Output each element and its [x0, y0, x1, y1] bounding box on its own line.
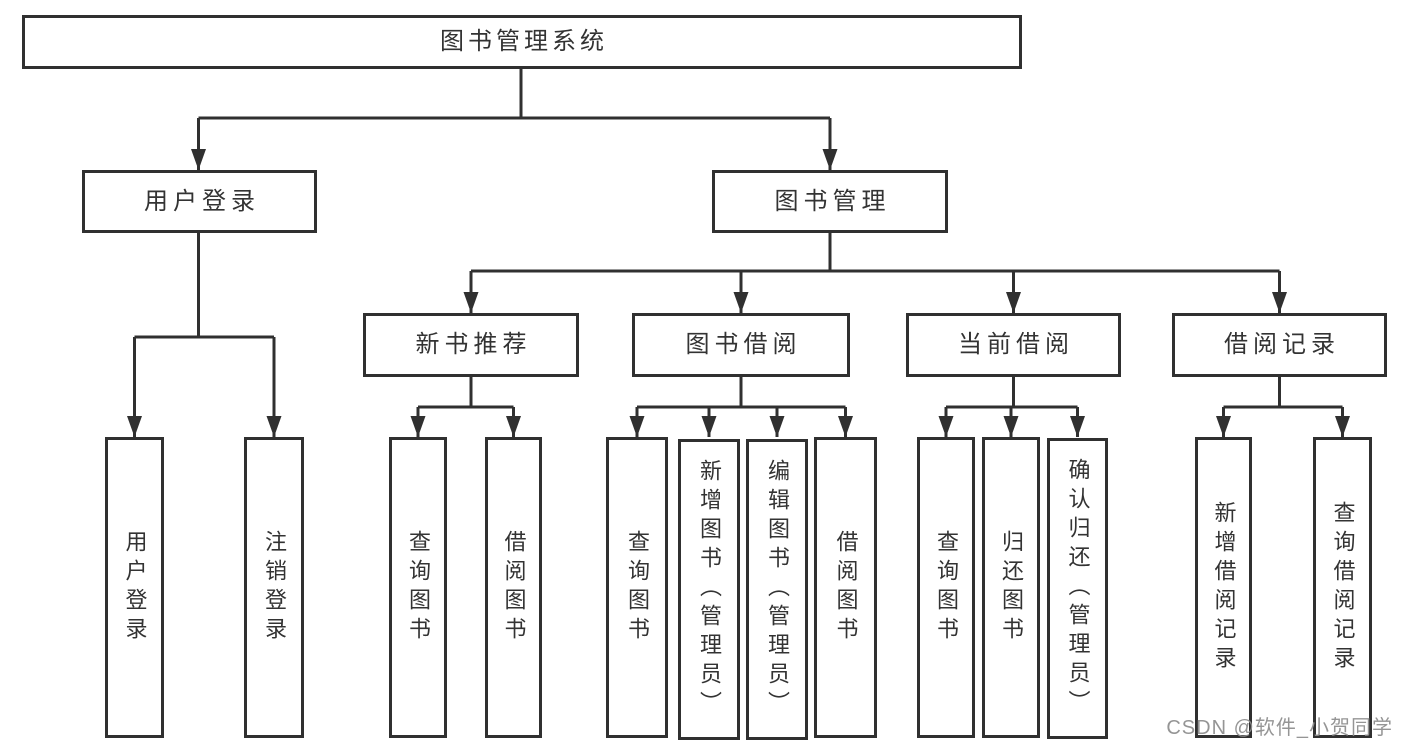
arrowheads	[127, 149, 1350, 437]
node-label: 查询图书	[625, 529, 650, 646]
node-label: 查询借阅记录	[1330, 500, 1356, 675]
node-label: 归还图书	[999, 529, 1024, 646]
node-label: 查询图书	[934, 529, 959, 646]
node-label: 编辑图书（管理员）	[765, 459, 790, 720]
node-label: 借阅图书	[833, 529, 859, 646]
node-current-borrowing: 当前借阅	[906, 313, 1121, 377]
node-edit-books-admin: 编辑图书（管理员）	[746, 439, 808, 740]
node-borrowing-records: 借阅记录	[1172, 313, 1387, 377]
node-label: 当前借阅	[958, 331, 1074, 358]
node-label: 用户登录	[144, 187, 260, 215]
watermark: CSDN @软件_小贺同学	[1166, 717, 1393, 739]
node-user-login: 用户登录	[82, 170, 317, 233]
node-label: 注销登录	[262, 529, 287, 646]
node-label: 用户登录	[122, 529, 148, 646]
node-query-books-current: 查询图书	[917, 437, 975, 738]
node-borrow-books-borrowing: 借阅图书	[814, 437, 877, 738]
node-query-borrow-record: 查询借阅记录	[1313, 437, 1372, 738]
node-user-login-leaf: 用户登录	[105, 437, 164, 738]
node-library-management-system: 图书管理系统	[22, 15, 1022, 69]
node-label: 图书借阅	[685, 331, 802, 358]
node-label: 新增借阅记录	[1211, 500, 1237, 675]
node-add-borrow-record: 新增借阅记录	[1195, 437, 1252, 738]
node-label: 新书推荐	[415, 331, 532, 358]
node-label: 确认归还（管理员）	[1065, 458, 1091, 719]
node-label: 图书管理	[774, 187, 891, 215]
node-book-management: 图书管理	[712, 170, 948, 233]
node-return-books: 归还图书	[982, 437, 1040, 738]
node-borrow-books-recommend: 借阅图书	[485, 437, 542, 738]
node-query-books-borrowing: 查询图书	[606, 437, 668, 738]
node-label: 图书管理系统	[440, 28, 608, 55]
node-label: 借阅记录	[1224, 331, 1340, 358]
node-confirm-return-admin: 确认归还（管理员）	[1047, 438, 1108, 739]
node-label: 查询图书	[406, 529, 431, 646]
node-logout-login: 注销登录	[244, 437, 304, 738]
node-new-book-recommendation: 新书推荐	[363, 313, 579, 377]
node-query-books-recommend: 查询图书	[389, 437, 447, 738]
node-book-borrowing: 图书借阅	[632, 313, 850, 377]
node-label: 借阅图书	[501, 529, 527, 646]
node-label: 新增图书（管理员）	[697, 459, 722, 720]
node-add-books-admin: 新增图书（管理员）	[678, 439, 740, 740]
